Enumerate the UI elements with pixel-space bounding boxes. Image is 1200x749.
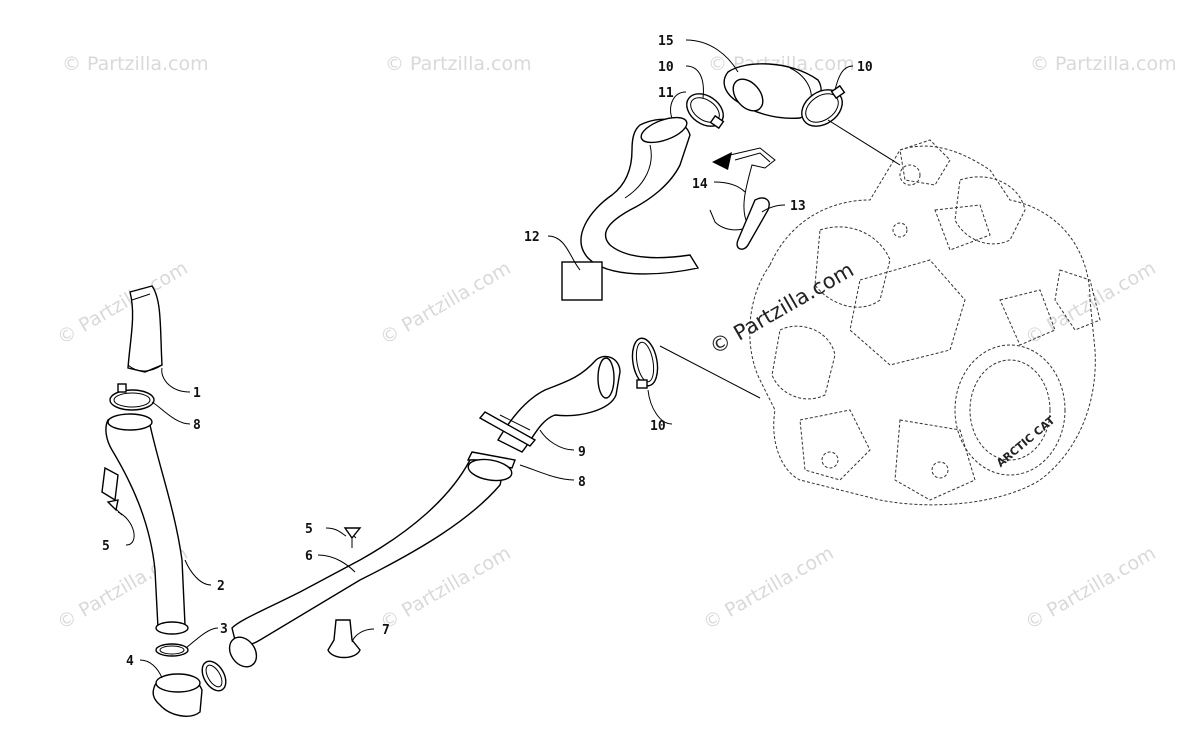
clamp-part-8-middle	[478, 411, 537, 447]
watermark-text: © Partzilla.com	[62, 53, 209, 75]
watermark-text: © Partzilla.com	[54, 257, 192, 349]
callout-2: 2	[217, 579, 225, 594]
callout-10: 10	[857, 60, 873, 75]
intake-part-1	[127, 285, 163, 373]
direction-arrow-icon	[712, 152, 732, 170]
clamp-part-10-upper-right	[801, 84, 846, 127]
callout-12: 12	[524, 230, 540, 245]
clamp-part-3-upper	[155, 643, 189, 657]
tube-part-6	[228, 458, 513, 668]
callout-5: 5	[102, 539, 110, 554]
hose-part-11	[580, 116, 700, 275]
callout-8: 8	[193, 418, 201, 433]
callout-5: 5	[305, 522, 313, 537]
callout-7: 7	[382, 623, 390, 638]
clamp-part-3-lower	[201, 660, 227, 692]
callout-10: 10	[658, 60, 674, 75]
elbow-part-4	[152, 673, 203, 717]
callouts: 15 10 11 10 12 14 13 10 9 8 1 8 5 2 5 6 …	[102, 34, 873, 669]
callout-8: 8	[578, 475, 586, 490]
hose-part-9	[497, 355, 621, 453]
callout-6: 6	[305, 549, 313, 564]
screw-part-5-right	[343, 527, 362, 548]
watermark-text: © Partzilla.com	[700, 542, 838, 634]
watermark-text: © Partzilla.com	[1030, 53, 1177, 75]
watermark-text: © Partzilla.com	[1022, 542, 1160, 634]
watermark-text: © Partzilla.com	[385, 53, 532, 75]
watermark-text-overlay: © Partzilla.com	[706, 258, 858, 360]
callout-4: 4	[126, 654, 134, 669]
callout-13: 15	[658, 34, 674, 49]
clamp-part-10-middle	[631, 337, 659, 389]
tube-part-2	[101, 413, 189, 635]
callout-11: 11	[658, 86, 674, 101]
watermark-layer: © Partzilla.com © Partzilla.com © Partzi…	[54, 53, 1177, 634]
callout-15: 13	[790, 199, 806, 214]
callout-1: 1	[193, 386, 201, 401]
callout-14: 14	[692, 177, 708, 192]
valve-part-7	[327, 619, 361, 659]
clamp-part-10-upper-left	[686, 93, 725, 130]
callout-3: 3	[220, 622, 228, 637]
label-part-12	[561, 261, 603, 301]
bracket-part-14	[709, 147, 776, 231]
boot-part-13	[723, 63, 822, 120]
hose-part-15	[736, 197, 770, 250]
engine-badge-text: ARCTIC CAT	[994, 413, 1058, 469]
callout-10: 10	[650, 419, 666, 434]
leader-lines	[117, 39, 901, 679]
clamp-part-8-upper	[109, 383, 155, 411]
callout-9: 9	[578, 445, 586, 460]
watermark-text: © Partzilla.com	[377, 257, 515, 349]
